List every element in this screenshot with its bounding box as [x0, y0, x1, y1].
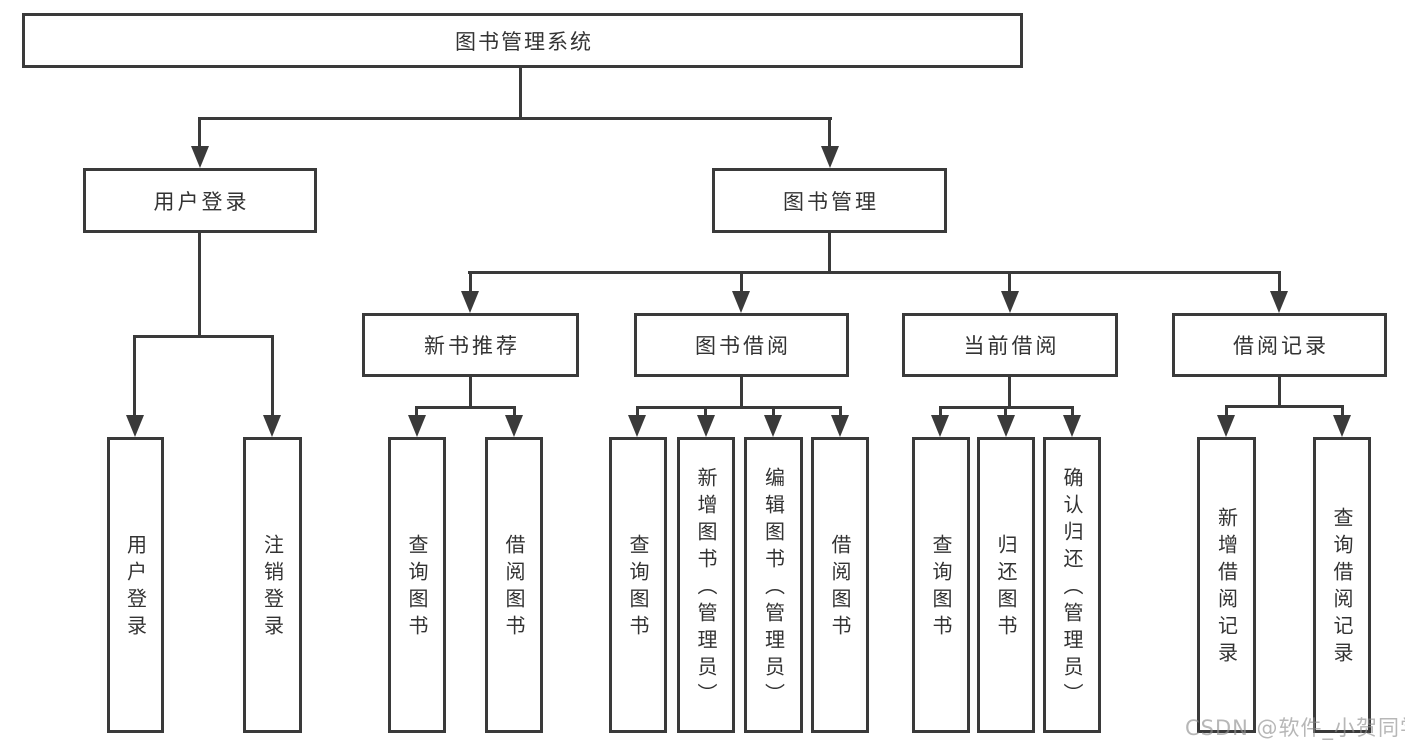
arrow-down-icon — [697, 415, 715, 437]
leaf-borrow-book: 借阅图书 — [811, 437, 869, 733]
leaf-return-book: 归还图书 — [977, 437, 1035, 733]
connector-line — [513, 406, 516, 419]
connector-line — [1225, 405, 1228, 419]
connector-line — [1004, 406, 1007, 419]
arrow-down-icon — [408, 415, 426, 437]
arrow-down-icon — [831, 415, 849, 437]
connector-line — [828, 233, 831, 274]
connector-line — [469, 377, 472, 408]
arrow-down-icon — [931, 415, 949, 437]
arrow-down-icon — [1001, 291, 1019, 313]
connector-line — [1008, 271, 1011, 295]
arrow-down-icon — [997, 415, 1015, 437]
connector-line — [469, 271, 472, 295]
leaf-query-book-recommend: 查询图书 — [388, 437, 446, 733]
node-book-borrow: 图书借阅 — [634, 313, 849, 377]
connector-line — [468, 271, 1281, 274]
connector-line — [740, 377, 743, 408]
leaf-query-book-borrow: 查询图书 — [609, 437, 667, 733]
connector-line — [1071, 406, 1074, 419]
connector-line — [939, 406, 942, 419]
leaf-user-login: 用户登录 — [107, 437, 164, 733]
arrow-down-icon — [821, 146, 839, 168]
leaf-logout: 注销登录 — [243, 437, 302, 733]
connector-line — [1225, 405, 1344, 408]
arrow-down-icon — [1333, 415, 1351, 437]
arrow-down-icon — [263, 415, 281, 437]
connector-line — [198, 117, 201, 150]
connector-line — [1008, 377, 1011, 408]
connector-line — [839, 406, 842, 419]
arrow-down-icon — [191, 146, 209, 168]
arrow-down-icon — [1063, 415, 1081, 437]
connector-line — [198, 117, 832, 120]
arrow-down-icon — [505, 415, 523, 437]
arrow-down-icon — [732, 291, 750, 313]
node-root: 图书管理系统 — [22, 13, 1023, 68]
arrow-down-icon — [461, 291, 479, 313]
connector-line — [1341, 405, 1344, 419]
connector-line — [828, 117, 831, 150]
arrow-down-icon — [126, 415, 144, 437]
leaf-add-book-admin: 新增图书（管理员） — [677, 437, 735, 733]
arrow-down-icon — [764, 415, 782, 437]
node-borrow-records: 借阅记录 — [1172, 313, 1387, 377]
arrow-down-icon — [1270, 291, 1288, 313]
connector-line — [740, 271, 743, 295]
connector-line — [271, 335, 274, 417]
connector-line — [415, 406, 516, 409]
leaf-confirm-return-admin: 确认归还（管理员） — [1043, 437, 1101, 733]
arrow-down-icon — [628, 415, 646, 437]
leaf-query-book-current: 查询图书 — [912, 437, 970, 733]
leaf-add-borrow-record: 新增借阅记录 — [1197, 437, 1256, 733]
connector-line — [704, 406, 707, 419]
watermark: CSDN @软件_小贺同学 — [1185, 716, 1405, 740]
leaf-borrow-book-recommend: 借阅图书 — [485, 437, 543, 733]
node-current-borrow: 当前借阅 — [902, 313, 1118, 377]
connector-line — [772, 406, 775, 419]
node-user-login: 用户登录 — [83, 168, 317, 233]
node-book-management: 图书管理 — [712, 168, 947, 233]
connector-line — [198, 233, 201, 335]
connector-line — [1278, 377, 1281, 408]
node-new-book-recommend: 新书推荐 — [362, 313, 579, 377]
connector-line — [1278, 271, 1281, 295]
leaf-query-borrow-record: 查询借阅记录 — [1313, 437, 1371, 733]
connector-line — [133, 335, 136, 417]
arrow-down-icon — [1217, 415, 1235, 437]
connector-line — [636, 406, 639, 419]
connector-line — [519, 68, 522, 120]
connector-line — [415, 406, 418, 419]
leaf-edit-book-admin: 编辑图书（管理员） — [744, 437, 803, 733]
connector-line — [636, 406, 842, 409]
connector-line — [133, 335, 274, 338]
